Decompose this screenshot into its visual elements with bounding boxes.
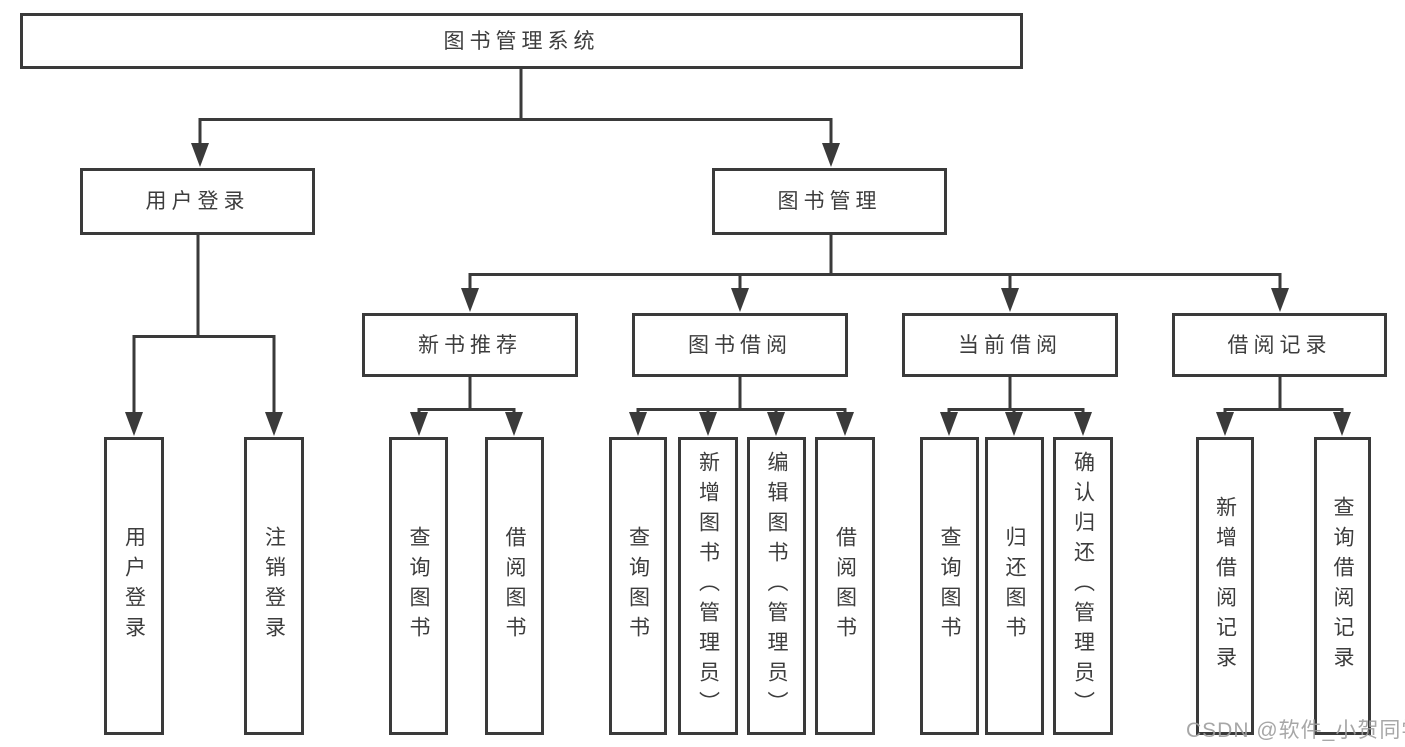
node-label: 注销登录	[262, 526, 286, 646]
node-label: 用户登录	[122, 526, 146, 646]
leaf-current-query-books: 查询图书	[920, 437, 979, 735]
node-label: 图书借阅	[688, 333, 792, 357]
node-current-borrowing: 当前借阅	[902, 313, 1118, 377]
connector-line-path	[132, 68, 1344, 414]
node-label: 新书推荐	[418, 333, 522, 357]
node-new-book-recommendation: 新书推荐	[362, 313, 578, 377]
node-label: 借阅图书	[503, 526, 526, 646]
node-label: 查询图书	[407, 526, 430, 646]
leaf-records-add-borrow-record: 新增借阅记录	[1196, 437, 1254, 735]
node-label: 查询借阅记录	[1331, 496, 1354, 676]
node-borrowing-records: 借阅记录	[1172, 313, 1387, 377]
leaf-borrowing-edit-books-admin: 编辑图书（管理员）	[747, 437, 806, 735]
leaf-logout: 注销登录	[244, 437, 304, 735]
leaf-borrowing-add-books-admin: 新增图书（管理员）	[678, 437, 738, 735]
watermark: CSDN @软件_小贺同学	[1186, 719, 1405, 742]
leaf-recommend-borrow-books: 借阅图书	[485, 437, 544, 735]
node-book-management: 图书管理	[712, 168, 947, 235]
node-label: 当前借阅	[958, 333, 1062, 357]
node-label: 确认归还（管理员）	[1071, 451, 1095, 721]
node-label: 编辑图书（管理员）	[765, 451, 788, 721]
node-label: 归还图书	[1003, 526, 1026, 646]
leaf-records-query-borrow-record: 查询借阅记录	[1314, 437, 1371, 735]
node-label: 图书管理	[777, 190, 882, 213]
node-user-login: 用户登录	[80, 168, 315, 235]
node-label: 借阅图书	[833, 526, 857, 646]
node-label: 查询图书	[626, 526, 650, 646]
leaf-current-confirm-return-admin: 确认归还（管理员）	[1053, 437, 1113, 735]
node-label: 用户登录	[145, 190, 250, 213]
leaf-borrowing-borrow-books: 借阅图书	[815, 437, 875, 735]
node-label: 新增借阅记录	[1213, 496, 1237, 676]
node-label: 新增图书（管理员）	[696, 451, 720, 721]
arrowhead-icon	[125, 143, 1351, 436]
node-library-management-system: 图书管理系统	[20, 13, 1023, 69]
leaf-current-return-books: 归还图书	[985, 437, 1044, 735]
leaf-user-login: 用户登录	[104, 437, 164, 735]
leaf-recommend-query-books: 查询图书	[389, 437, 448, 735]
node-label: 图书管理系统	[443, 29, 600, 53]
leaf-borrowing-query-books: 查询图书	[609, 437, 667, 735]
node-book-borrowing: 图书借阅	[632, 313, 848, 377]
node-label: 借阅记录	[1227, 333, 1332, 357]
node-label: 查询图书	[938, 526, 961, 646]
